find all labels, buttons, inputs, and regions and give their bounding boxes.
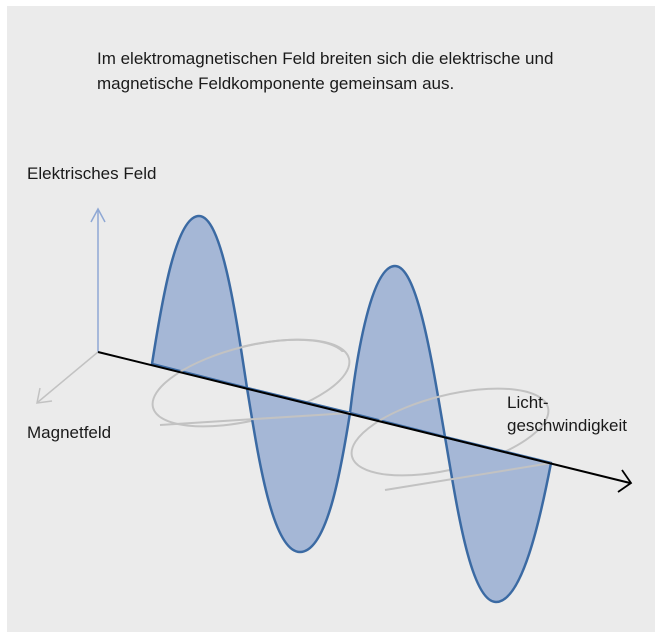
magnetic-field-axis-arrowhead bbox=[36, 387, 53, 404]
magnetic-field-label: Magnetfeld bbox=[27, 423, 112, 442]
electric-wave-lobe-1 bbox=[150, 214, 249, 390]
propagation-axis-arrowhead bbox=[617, 469, 633, 493]
propagation-axis bbox=[97, 351, 631, 484]
electric-field-axis-arrowhead bbox=[90, 207, 106, 223]
magnetic-wave-front-segment-2 bbox=[384, 462, 552, 491]
electric-field-label: Elektrisches Feld bbox=[27, 164, 157, 183]
light-speed-label-line-2: geschwindigkeit bbox=[507, 416, 628, 435]
magnetic-wave-front-segment-1 bbox=[159, 412, 351, 426]
electric-wave-lobe-3 bbox=[348, 264, 447, 439]
diagram-panel: Im elektromagnetischen Feld breiten sich… bbox=[7, 6, 655, 632]
diagram-caption: Im elektromagnetischen Feld breiten sich… bbox=[97, 49, 554, 93]
light-speed-label: Licht- geschwindigkeit bbox=[507, 391, 647, 437]
light-speed-label-line-1: Licht- bbox=[507, 393, 549, 412]
magnetic-field-axis bbox=[37, 351, 99, 403]
electric-wave-lobe-4 bbox=[443, 435, 553, 604]
electric-wave-lobe-2 bbox=[245, 386, 352, 554]
